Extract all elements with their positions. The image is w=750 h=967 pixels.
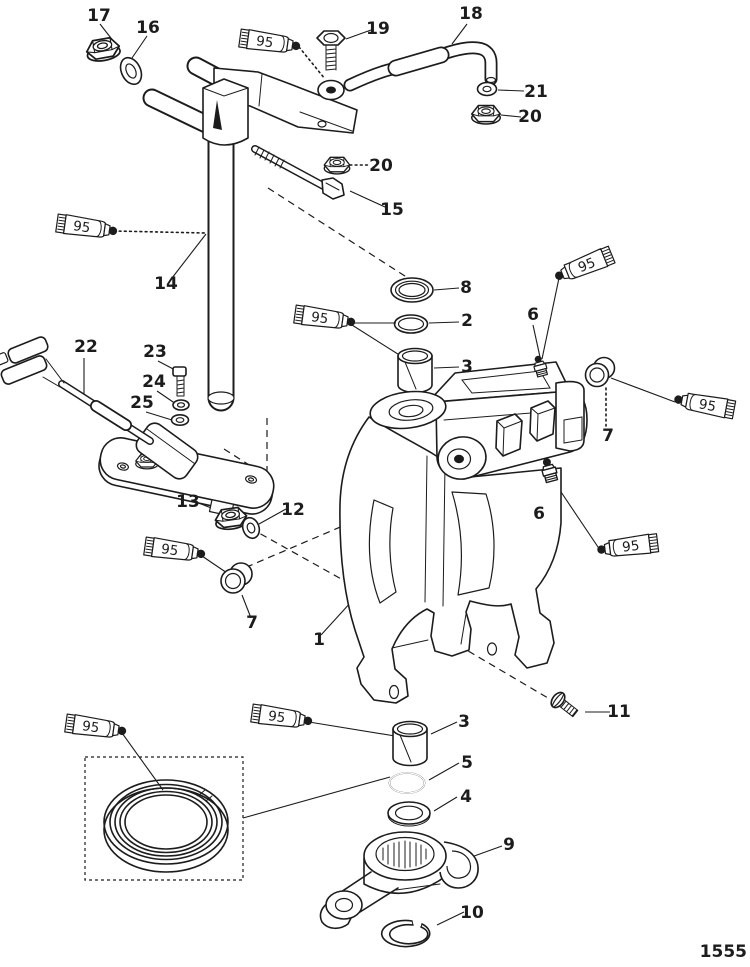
callout-labels: 17 16 19 18 21 20 20 15 14 8 2 3 6 7 6 2… [74,4,631,923]
part-o-ring-5 [388,772,426,794]
callout-25: 25 [130,393,154,413]
callout-17: 17 [87,6,111,26]
callout-13: 13 [176,492,200,512]
callout-22: 22 [74,337,98,357]
callout-19: 19 [366,19,390,39]
part-screw-11 [550,691,579,718]
page-number: 1555 [700,942,747,962]
callout-7-left: 7 [246,613,258,633]
callout-1: 1 [313,630,325,650]
seal-detail-box [84,756,244,881]
callout-20-upper: 20 [518,107,542,127]
part-screw-23 [172,366,187,397]
callout-4: 4 [460,787,472,807]
callout-23: 23 [143,342,167,362]
lube-tube-right-lower [595,532,660,561]
callout-8: 8 [460,278,472,298]
callout-3-lower: 3 [458,712,470,732]
part-lock-washer-24 [172,399,190,411]
construction-lines [223,187,549,699]
callout-21: 21 [524,82,548,102]
callout-6-lower: 6 [533,504,545,524]
callout-20-middle: 20 [369,156,393,176]
lube-tube-bottom-center [250,702,315,732]
part-o-ring-2 [393,314,429,334]
part-seal-8 [390,277,434,303]
callout-12: 12 [281,500,305,520]
callout-18: 18 [459,4,483,24]
part-bushing-3-lower [392,720,428,767]
part-steering-lever [319,831,479,930]
part-swivel-bracket [339,361,588,704]
part-nut-20-middle [323,156,351,175]
lube-tube-top [238,27,303,57]
callout-16: 16 [136,18,160,38]
callout-14: 14 [154,274,178,294]
part-washer-21 [476,81,498,97]
part-grease-fitting-upper [533,355,549,378]
part-grease-fitting-lower [541,458,559,484]
part-bushing-3-upper [397,347,433,394]
part-washer-16 [119,56,143,86]
callout-15: 15 [380,200,404,220]
lube-tube-left-upper [55,212,120,242]
part-washer-25 [170,413,190,426]
callout-24: 24 [142,372,166,392]
callout-11: 11 [607,702,631,722]
callout-3-upper: 3 [461,357,473,377]
part-washer-4 [387,801,431,827]
part-screw-19 [316,30,346,71]
part-bolt-15 [251,145,345,200]
callout-10: 10 [460,903,484,923]
part-retaining-ring [380,919,431,948]
lube-tube-bottom-left [64,712,129,742]
part-locknut-17 [84,35,123,65]
callout-6-upper: 6 [527,305,539,325]
lube-tube-center [293,303,358,333]
callout-9: 9 [503,835,515,855]
part-bushing-left [220,562,253,594]
part-nut-20-upper [470,104,502,125]
lube-tube-left-center [143,535,208,565]
part-bushing-right [584,356,616,388]
lube-tube-right-top [551,245,616,287]
part-steering-arm-swivel-pin [142,56,358,412]
callout-5: 5 [461,753,473,773]
part-washer-12 [241,516,261,540]
lube-tube-right-mid [671,388,737,420]
part-trim-position-sender [0,336,275,517]
part-link-rod [343,41,498,92]
callout-7-right: 7 [602,426,614,446]
callout-2: 2 [461,311,473,331]
